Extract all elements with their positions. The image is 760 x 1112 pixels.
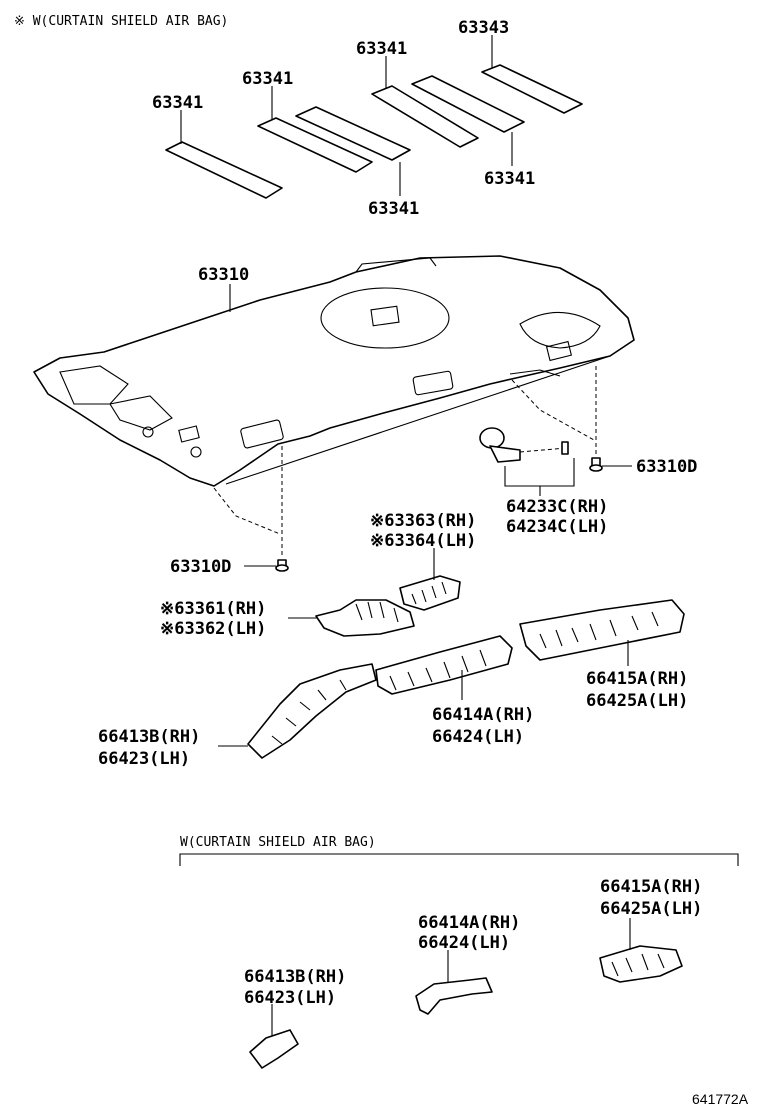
label-66424: 66424(LH) — [432, 727, 524, 747]
label-64234c: 64234C(LH) — [506, 517, 608, 537]
illustration-id: 641772A — [692, 1091, 749, 1107]
headliner-pads — [165, 64, 583, 199]
label-63310d-right: 63310D — [636, 457, 697, 477]
pad-63341-b[interactable] — [257, 117, 373, 173]
label-66414a: 66414A(RH) — [432, 705, 534, 725]
pad-63341-a[interactable] — [165, 141, 283, 199]
label-63341-e: 63341 — [484, 169, 535, 189]
label-box-66414a: 66414A(RH) — [418, 913, 520, 933]
label-66423: 66423(LH) — [98, 749, 190, 769]
curtain-shield-box-title: W(CURTAIN SHIELD AIR BAG) — [180, 835, 376, 850]
pad-63341-d[interactable] — [371, 85, 479, 148]
label-66413b: 66413B(RH) — [98, 727, 200, 747]
label-63341-d: 63341 — [368, 199, 419, 219]
clip-63310d-left[interactable] — [275, 559, 289, 572]
bracket-66413b[interactable] — [247, 663, 377, 759]
label-63341-a: 63341 — [152, 93, 203, 113]
clip-63310d-right[interactable] — [589, 457, 603, 472]
label-63310d-left: 63310D — [170, 557, 231, 577]
box-bracket-66415a[interactable] — [599, 945, 683, 983]
pad-63341-c[interactable] — [295, 106, 411, 161]
label-63363: ※63363(RH) — [370, 511, 476, 531]
holder-64233c[interactable] — [479, 427, 569, 463]
pad-63343[interactable] — [481, 64, 583, 114]
label-63362: ※63362(LH) — [160, 619, 266, 639]
bracket-66415a[interactable] — [519, 599, 685, 661]
label-63341-c: 63341 — [356, 39, 407, 59]
label-box-66425a: 66425A(LH) — [600, 899, 702, 919]
label-66415a: 66415A(RH) — [586, 669, 688, 689]
label-63343: 63343 — [458, 18, 509, 38]
label-63310: 63310 — [198, 265, 249, 285]
curtain-shield-note: ※ W(CURTAIN SHIELD AIR BAG) — [14, 14, 228, 29]
label-box-66415a: 66415A(RH) — [600, 877, 702, 897]
label-box-66423: 66423(LH) — [244, 988, 336, 1008]
label-box-66424: 66424(LH) — [418, 933, 510, 953]
box-bracket-66414a[interactable] — [415, 977, 493, 1015]
label-63364: ※63364(LH) — [370, 531, 476, 551]
bracket-63361[interactable] — [315, 599, 415, 637]
label-63361: ※63361(RH) — [160, 599, 266, 619]
box-bracket-66413b[interactable] — [249, 1029, 299, 1069]
headliner-63310[interactable] — [33, 255, 635, 487]
pad-63341-e[interactable] — [411, 75, 525, 133]
label-64233c: 64233C(RH) — [506, 497, 608, 517]
label-box-66413b: 66413B(RH) — [244, 967, 346, 987]
label-63341-b: 63341 — [242, 69, 293, 89]
bracket-66414a[interactable] — [375, 635, 513, 695]
label-66425a: 66425A(LH) — [586, 691, 688, 711]
bracket-63363[interactable] — [399, 575, 461, 611]
